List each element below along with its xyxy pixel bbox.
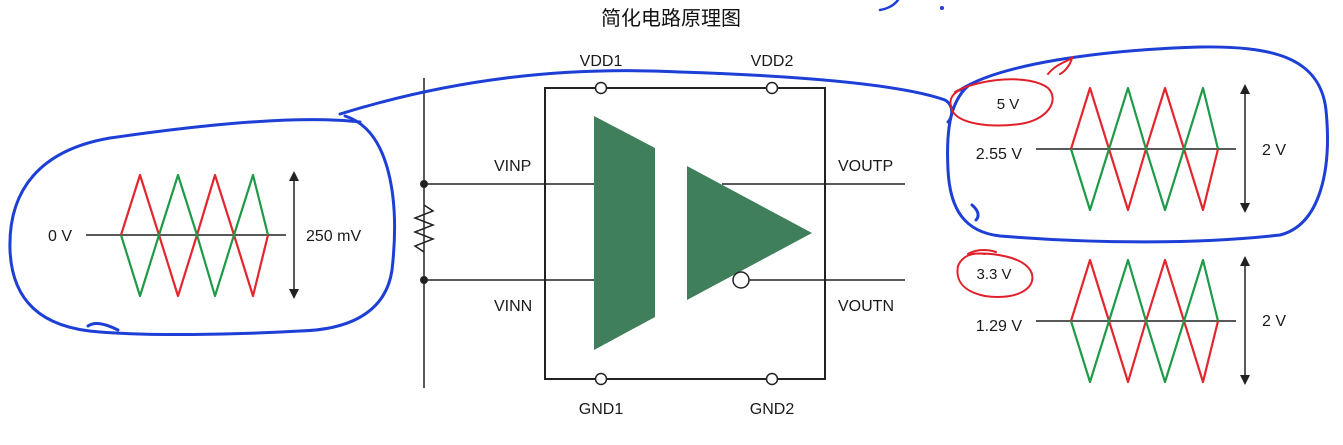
ink-tick-5v (1047, 55, 1074, 75)
input-baseline-label: 0 V (48, 228, 72, 245)
vinp-label: VINP (494, 158, 531, 175)
voutn-label: VOUTN (838, 298, 894, 315)
out1-baseline-label: 2.55 V (976, 146, 1023, 163)
ink-circle-3-3v (956, 252, 1034, 298)
input-wave-green (119, 173, 270, 298)
resistor-icon (412, 204, 436, 253)
chip-outline (544, 87, 826, 380)
vdd2-label: VDD2 (751, 53, 794, 70)
out1-amplitude-label: 2 V (1262, 142, 1286, 159)
ink-connector-top (338, 69, 954, 124)
input-amplitude-label: 250 mV (306, 228, 361, 245)
isolation-barrier (594, 116, 655, 350)
ink-tick-3-3v (967, 249, 997, 255)
vdd1-pin (594, 81, 608, 95)
ink-mark-input (86, 322, 120, 332)
ink-circle-5v (949, 78, 1054, 127)
ink-loop-output1 (946, 45, 1329, 244)
diagram-title: 简化电路原理图 (601, 6, 741, 30)
out2-baseline-label: 1.29 V (976, 318, 1023, 335)
gnd1-label: GND1 (579, 401, 624, 418)
voutn-inversion-bubble (732, 271, 750, 289)
out1-wave-green (1069, 86, 1220, 212)
out2-amplitude-label: 2 V (1262, 313, 1286, 330)
vdd2-pin (765, 81, 779, 95)
out2-top-label: 3.3 V (976, 266, 1011, 283)
out1-top-label: 5 V (997, 96, 1020, 113)
voutp-label: VOUTP (838, 158, 893, 175)
ink-dot (940, 6, 944, 10)
vdd1-label: VDD1 (580, 53, 623, 70)
ink-loop-input (8, 114, 396, 337)
gnd2-label: GND2 (750, 401, 795, 418)
ink-mark-output1 (970, 203, 980, 222)
ink-squiggle (878, 0, 900, 12)
gnd2-pin (765, 372, 779, 386)
out2-wave-green (1069, 258, 1220, 384)
gnd1-pin (594, 372, 608, 386)
vinn-label: VINN (494, 298, 532, 315)
amplifier-icon (687, 166, 812, 300)
